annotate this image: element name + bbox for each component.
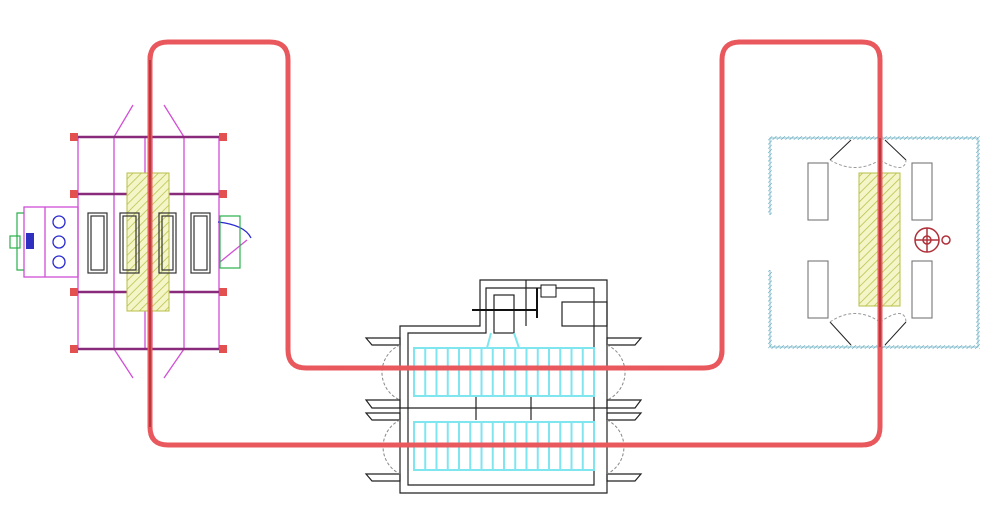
fan-icon	[26, 233, 34, 249]
spray-booth	[9, 104, 252, 379]
motor-icon	[540, 284, 557, 298]
heating-tubes	[413, 332, 595, 471]
conveyor-loop	[147, 39, 883, 448]
blast-machine-icon	[914, 227, 951, 253]
blast-room	[768, 136, 980, 349]
curing-oven	[364, 279, 643, 494]
